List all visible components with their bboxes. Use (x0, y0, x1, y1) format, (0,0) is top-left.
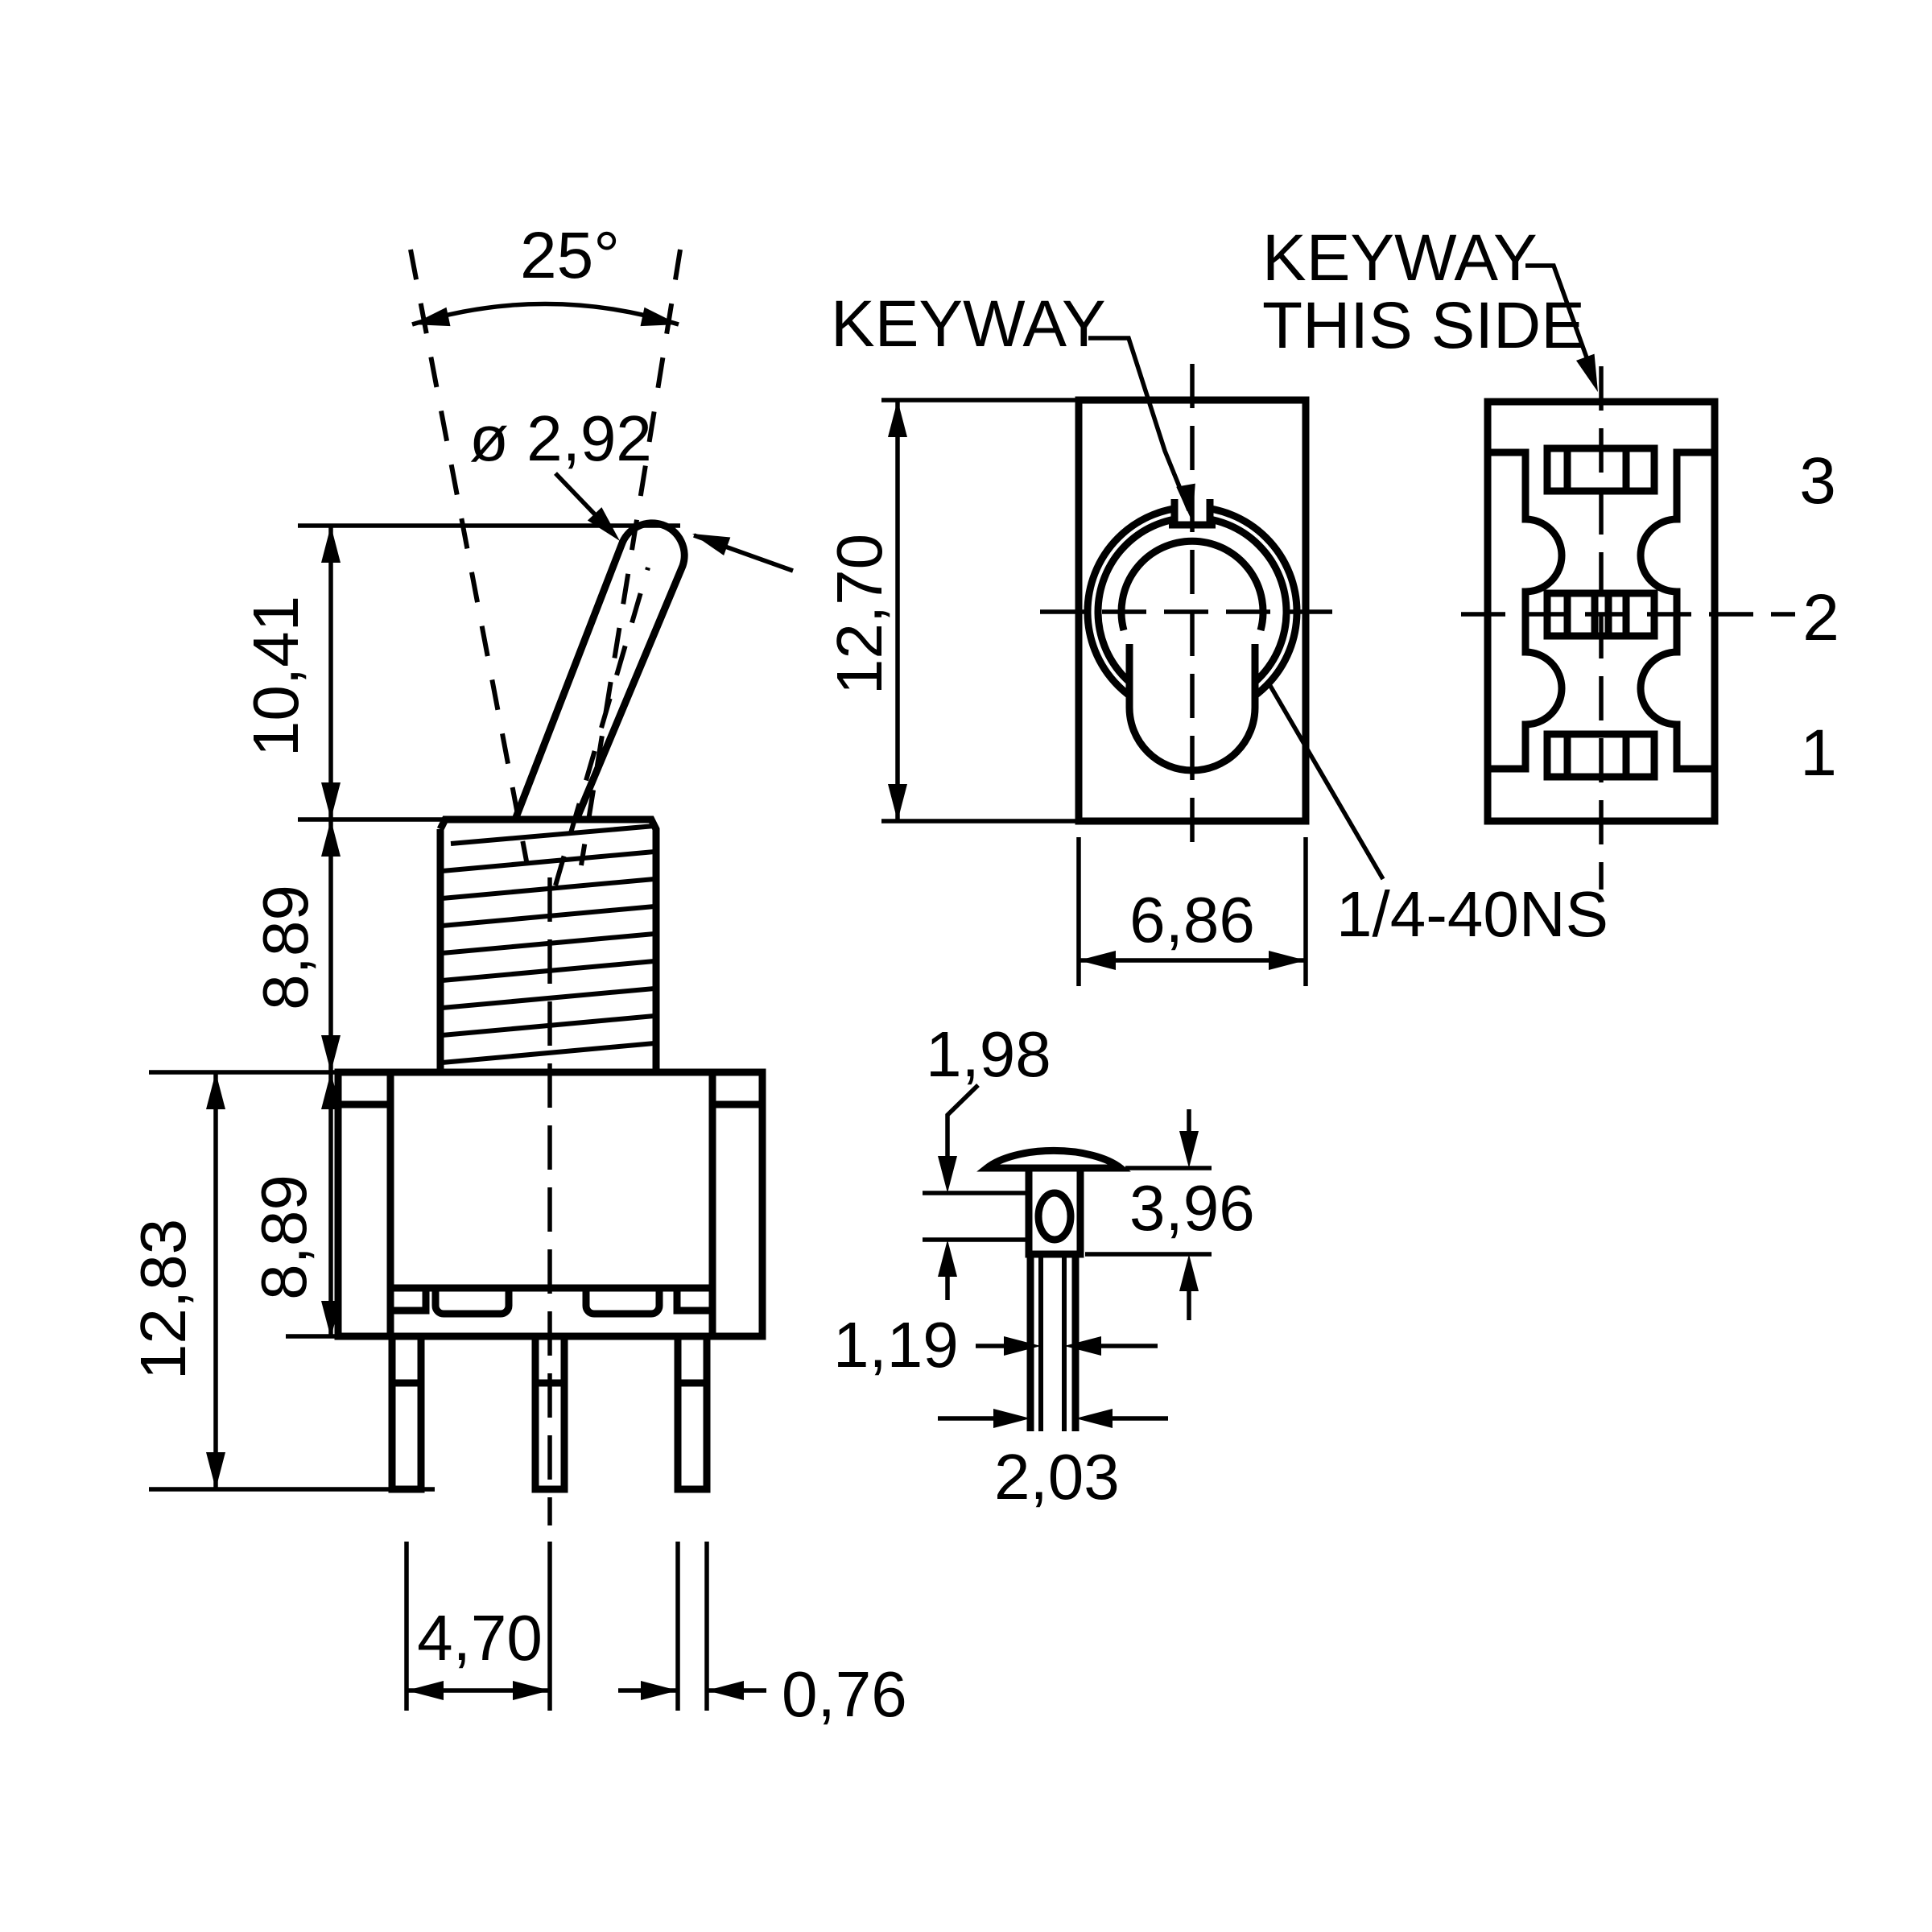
arrow-6-86-right (1269, 951, 1306, 970)
leader-1-98 (945, 1084, 980, 1159)
front-lever-mask (1129, 564, 1255, 770)
body-notch-2 (582, 1288, 663, 1318)
dim-10-41-label: 10,41 (240, 596, 312, 757)
dim-12-70-label: 12,70 (824, 534, 895, 695)
terminal-detail (923, 1084, 1212, 1431)
bottom-view (1461, 263, 1795, 890)
arrow-4-70-right (513, 1681, 550, 1700)
keyway-label: KEYWAY (831, 287, 1106, 361)
dim-6-86-label: 6,86 (1129, 884, 1255, 956)
lever-diameter-arrow-2 (688, 524, 731, 556)
arrow-10-41-top (321, 526, 341, 563)
body-bottom-left-step (390, 1288, 430, 1315)
dim-1-98-label: 1,98 (926, 1018, 1051, 1090)
arrow-1-19-left (1004, 1336, 1041, 1356)
dim-8-89-body-label: 8,89 (248, 1174, 320, 1300)
angle-dimension-label: 25° (520, 219, 620, 292)
body-notch-1 (431, 1288, 513, 1318)
arrow-8-89a-bottom (321, 1035, 341, 1072)
arrow-3-96-top (1179, 1131, 1199, 1168)
side-view (149, 249, 794, 1711)
arrow-8-89a-top (321, 819, 341, 857)
dim-2-03-label: 2,03 (994, 1441, 1120, 1513)
arrow-12-83-top (206, 1072, 225, 1109)
arrow-1-98-bottom (938, 1240, 957, 1277)
terminal-head (976, 1146, 1131, 1172)
arrow-1-19-right (1064, 1336, 1101, 1356)
arrow-3-96-bottom (1179, 1254, 1199, 1291)
arrow-6-86-left (1079, 951, 1116, 970)
arrow-2-03-right (1075, 1409, 1113, 1428)
dim-12-83-label: 12,83 (127, 1219, 199, 1380)
angle-arc-left-arrow (410, 307, 451, 334)
terminal-body (1025, 1164, 1084, 1258)
keyway-this-side-line2: THIS SIDE (1262, 289, 1585, 362)
lever-centerline (553, 567, 650, 886)
dim-8-89-bushing-label: 8,89 (250, 885, 321, 1010)
dim-1-19-label: 1,19 (833, 1309, 959, 1381)
keyway-leader (1088, 336, 1191, 512)
terminal-hole (1034, 1189, 1075, 1244)
arrow-10-41-bottom (321, 782, 341, 819)
arrow-0-76-right (707, 1681, 744, 1700)
labels: 25° ø 2,92 10,41 8,89 8,89 12,83 4,70 0,… (127, 219, 1839, 1730)
pin-3 (674, 1332, 711, 1493)
arrow-12-70-bottom (888, 784, 907, 821)
arrow-1-98-top (938, 1156, 957, 1193)
arrow-0-76-left (641, 1681, 678, 1700)
bushing-outline (436, 815, 660, 1072)
angle-arc (411, 301, 679, 327)
arrow-12-70-top (888, 400, 907, 437)
angle-arc-right-arrow (640, 307, 681, 334)
arrow-2-03-left (993, 1409, 1030, 1428)
dim-0-76-label: 0,76 (782, 1658, 907, 1730)
pin-1 (388, 1332, 425, 1493)
terminal-label-2: 2 (1802, 581, 1839, 654)
lever (511, 519, 688, 821)
lever-diameter-label: ø 2,92 (469, 402, 652, 474)
thread-spec-label: 1/4-40NS (1336, 878, 1608, 950)
body-bottom-right-step (673, 1288, 712, 1315)
dim-3-96-label: 3,96 (1129, 1172, 1255, 1244)
front-view (881, 336, 1385, 986)
keyway-this-side-leader (1525, 263, 1597, 381)
bottom-left-inner-profile (1488, 448, 1566, 773)
bottom-right-inner-profile (1637, 448, 1715, 773)
lever-travel-left-dashed-line (408, 249, 530, 866)
dim-4-70-label: 4,70 (417, 1602, 543, 1674)
arrow-4-70-left (407, 1681, 444, 1700)
lever-ball-base-arc (1117, 537, 1267, 632)
keyway-this-side-line1: KEYWAY (1262, 221, 1538, 295)
terminal-label-3: 3 (1799, 444, 1836, 518)
thread-spec-leader (1268, 684, 1385, 881)
arrow-12-83-bottom (206, 1452, 225, 1489)
terminal-label-1: 1 (1800, 716, 1837, 790)
